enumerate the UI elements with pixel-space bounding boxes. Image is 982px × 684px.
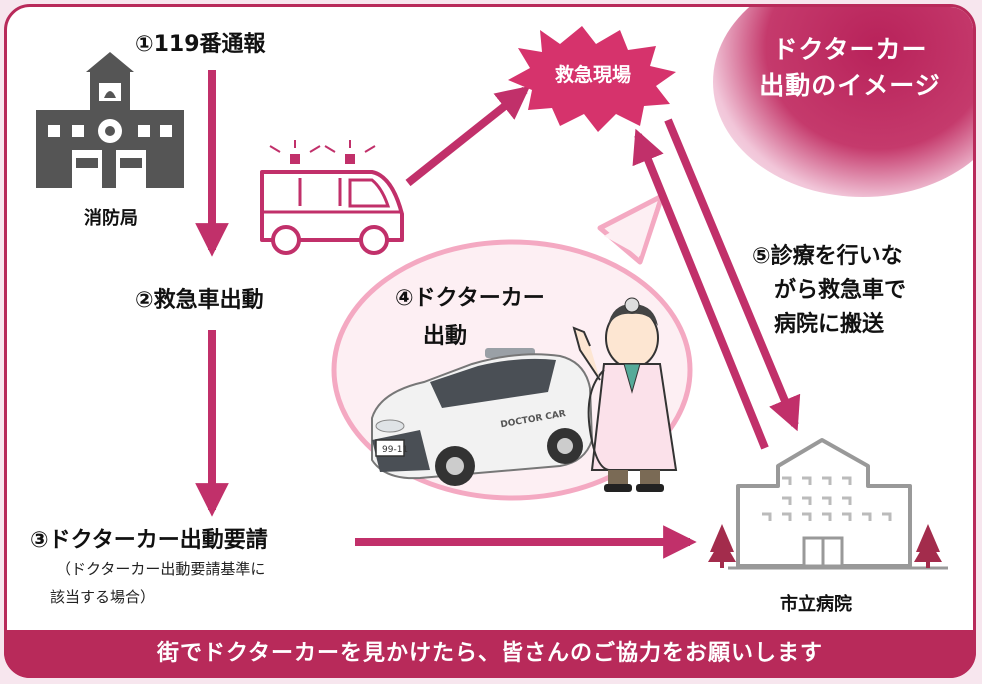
arrow-ambulance-to-scene bbox=[405, 85, 531, 187]
diagram-title-line1: ドクターカー bbox=[772, 35, 928, 64]
tree-right-icon bbox=[914, 524, 942, 568]
step3-note-line1: （ドクターカー出動要請基準に bbox=[56, 560, 266, 578]
tree-left-icon bbox=[708, 524, 736, 568]
step5-line3: 病院に搬送 bbox=[774, 312, 885, 337]
step5-line1: ⑤診療を行いな bbox=[752, 244, 903, 269]
emergency-scene-burst bbox=[508, 26, 676, 132]
diagram-title-line2: 出動のイメージ bbox=[759, 71, 941, 100]
step2-ambulance-label: ②救急車出動 bbox=[135, 288, 264, 313]
doctor-car-plate: 99-11 bbox=[382, 445, 408, 455]
footer-banner bbox=[4, 630, 976, 678]
arrow-scene-to-hospital bbox=[664, 118, 801, 432]
doctor-car-image bbox=[371, 348, 594, 486]
step1-report-label: ①119番通報 bbox=[135, 32, 266, 57]
arrow-hospital-to-scene bbox=[632, 128, 769, 450]
step4-doctor-car-line2: 出動 bbox=[423, 324, 468, 349]
hospital-icon bbox=[728, 438, 948, 570]
ambulance-icon bbox=[260, 140, 404, 255]
step3-request-label: ③ドクターカー出動要請 bbox=[30, 528, 268, 553]
flow-arrows bbox=[195, 70, 801, 559]
emergency-scene-label: 救急現場 bbox=[554, 64, 631, 86]
diagram-title: ドクターカー 出動のイメージ bbox=[740, 32, 960, 104]
fire-station-label: 消防局 bbox=[84, 208, 138, 229]
fire-station-icon bbox=[36, 52, 184, 188]
step5-line2: がら救急車で bbox=[774, 278, 907, 303]
step4-doctor-car-line1: ④ドクターカー bbox=[395, 286, 545, 311]
step3-note-line2: 該当する場合） bbox=[50, 588, 156, 606]
hospital-label: 市立病院 bbox=[780, 594, 852, 615]
doctor-illustration bbox=[572, 297, 678, 492]
footer-message: 街でドクターカーを見かけたら、皆さんのご協力をお願いします bbox=[156, 641, 824, 666]
